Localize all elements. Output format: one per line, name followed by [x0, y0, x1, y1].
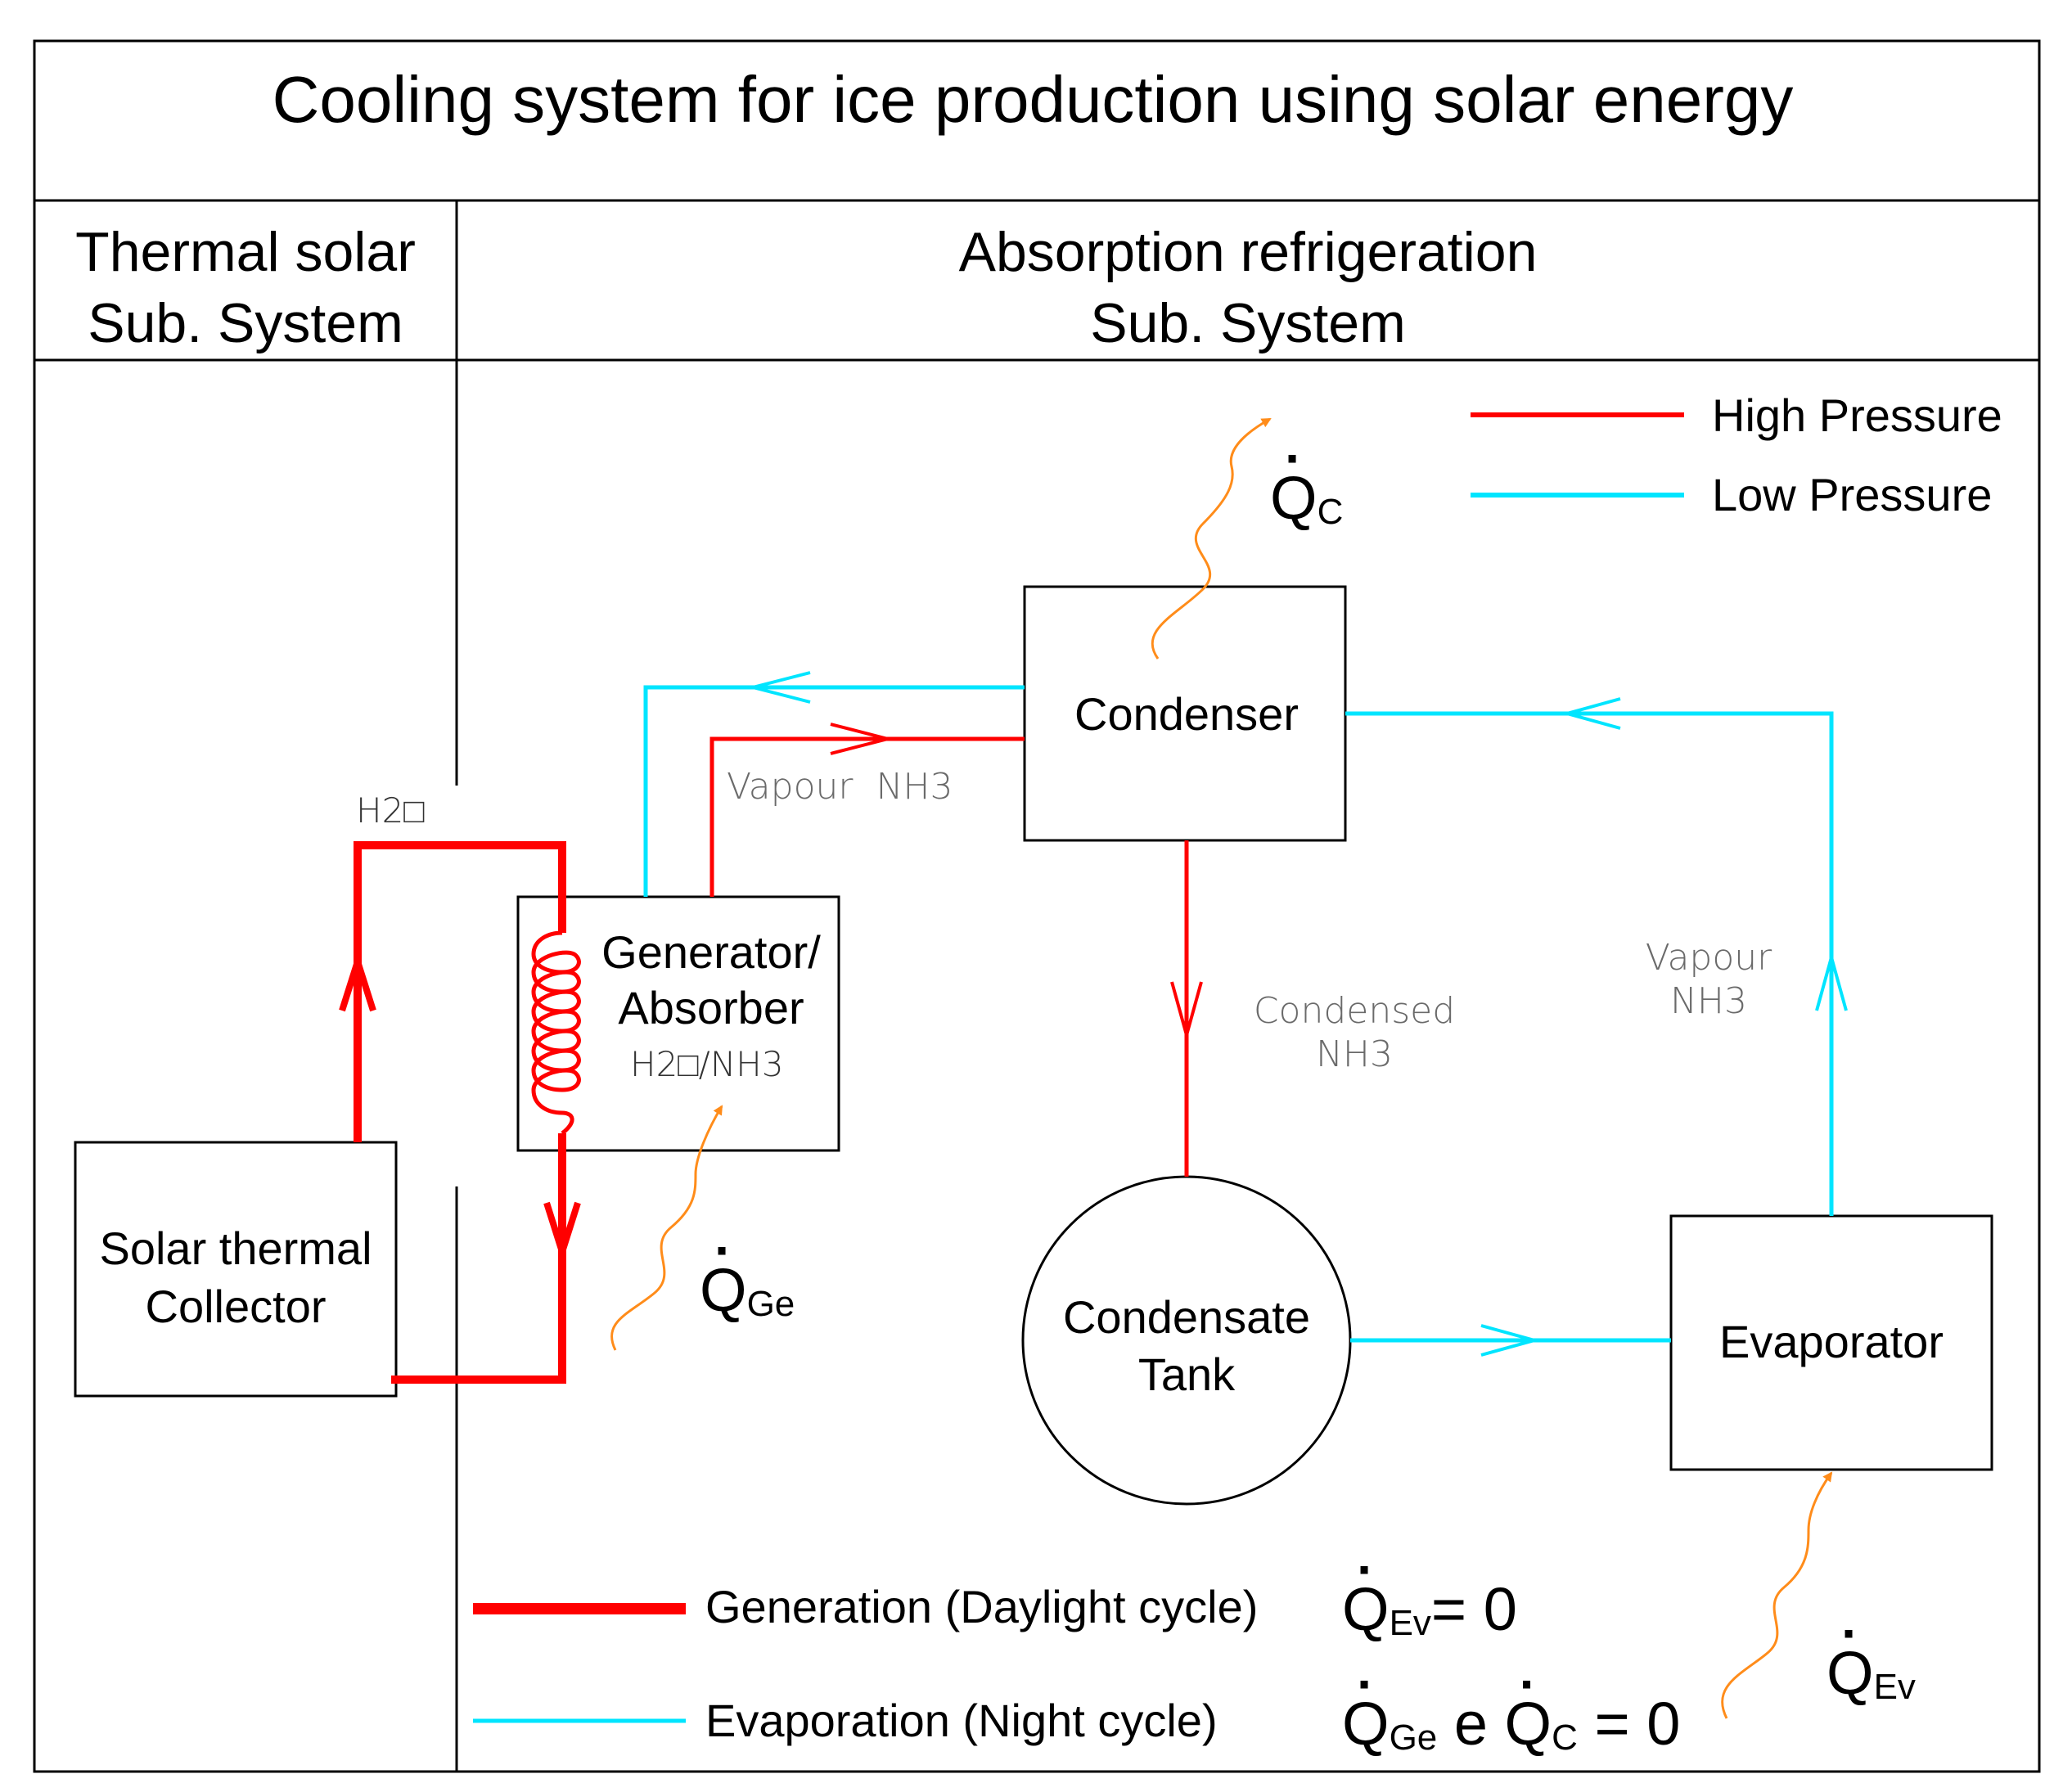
legend-high-pressure-label: High Pressure	[1712, 389, 2002, 441]
tank-line1: Condensate	[1062, 1291, 1311, 1343]
vapour-nh3-arrow	[830, 723, 889, 755]
vapour-right-line2: NH3	[1669, 979, 1747, 1022]
water-down-arrow	[543, 1201, 581, 1263]
gen-eq-symbol: Q	[1342, 1579, 1390, 1640]
heat-qev-label: QEv	[1827, 1643, 1916, 1705]
solar-collector-line2: Collector	[145, 1281, 327, 1333]
tank-line2: Tank	[1137, 1349, 1236, 1400]
thermal-header-line2: Sub. System	[88, 292, 403, 355]
legend-evaporation-label: Evaporation (Night cycle)	[705, 1695, 1218, 1746]
condensed-nh3-arrow	[1170, 981, 1203, 1042]
condensate-tank-label: Condensate Tank	[1063, 1289, 1310, 1403]
vapour-right-label: Vapour NH3	[1646, 937, 1772, 1024]
heat-qge-label: QGe	[700, 1260, 795, 1322]
condensed-line1: Condensed	[1253, 990, 1456, 1032]
condensed-line2: NH3	[1316, 1033, 1393, 1075]
evaporator-vapour-up-arrow	[1815, 951, 1848, 1011]
generator-line2: Absorber	[618, 982, 804, 1034]
evap-eq-and: e	[1437, 1690, 1505, 1758]
solar-collector-label: Solar thermal Collector	[99, 1219, 372, 1335]
evaporator-vapour-left-arrow	[1561, 697, 1621, 730]
qev-sub: Ev	[1873, 1667, 1916, 1707]
legend-generation-label: Generation (Daylight cycle)	[705, 1581, 1259, 1632]
generator-fluid-label: H2□/NH3	[630, 1044, 784, 1084]
heat-qge-squiggle	[610, 1105, 723, 1351]
evap-eq-q2: Q	[1505, 1694, 1552, 1754]
evaporation-equation: QGe e QC = 0	[1342, 1694, 1680, 1756]
evap-eq-rhs: = 0	[1577, 1690, 1681, 1758]
qev-symbol: Q	[1827, 1643, 1874, 1704]
evaporator-vapour-line	[1345, 711, 1834, 1216]
generation-equation: QEv= 0	[1342, 1579, 1517, 1641]
vapour-nh3-label: Vapour NH3	[727, 766, 953, 808]
absorber-return-arrow	[752, 671, 811, 704]
tank-to-evaporator-arrow	[1480, 1324, 1541, 1357]
gen-eq-sub: Ev	[1389, 1603, 1431, 1643]
thermal-header-line1: Thermal solar	[75, 221, 416, 283]
qc-symbol: Q	[1270, 468, 1318, 529]
generator-coil-icon	[531, 930, 581, 1135]
solar-collector-line1: Solar thermal	[99, 1222, 372, 1274]
condensed-nh3-label: Condensed NH3	[1254, 990, 1455, 1077]
evap-eq-q1: Q	[1342, 1694, 1390, 1754]
absorption-subsystem-header: Absorption refrigeration Sub. System	[959, 217, 1538, 359]
water-return-line	[391, 1133, 566, 1384]
vapour-nh3-line	[709, 736, 1025, 897]
outer-frame	[33, 39, 2041, 1773]
absorber-return-line	[643, 685, 1025, 897]
heat-qev-squiggle	[1721, 1471, 1833, 1719]
water-loop-line	[354, 841, 566, 1142]
qge-symbol: Q	[700, 1260, 747, 1321]
water-flow-label: H2□	[356, 790, 425, 831]
evap-eq-sub1: Ge	[1389, 1718, 1438, 1758]
heat-qc-label: QC	[1270, 468, 1343, 530]
qc-sub: C	[1317, 492, 1344, 532]
solar-collector-box	[74, 1141, 398, 1398]
absorption-header-line1: Absorption refrigeration	[958, 221, 1538, 283]
gen-eq-rhs: = 0	[1430, 1575, 1517, 1643]
generator-label: Generator/ Absorber	[601, 925, 821, 1037]
vapour-right-line1: Vapour	[1645, 937, 1772, 979]
thermal-subsystem-header: Thermal solar Sub. System	[75, 217, 416, 359]
condenser-label: Condenser	[1074, 688, 1299, 740]
heat-qc-squiggle	[1151, 417, 1272, 660]
generator-box	[516, 895, 840, 1152]
generator-line1: Generator/	[601, 926, 821, 978]
qge-sub: Ge	[746, 1284, 795, 1324]
absorption-header-line2: Sub. System	[1090, 292, 1406, 355]
evaporator-label: Evaporator	[1719, 1316, 1944, 1367]
water-loop	[354, 841, 566, 1384]
water-up-arrow	[339, 950, 376, 1012]
diagram-title: Cooling system for ice production using …	[272, 63, 1794, 136]
evap-eq-sub2: C	[1552, 1718, 1578, 1758]
legend-low-pressure-label: Low Pressure	[1712, 469, 1993, 520]
